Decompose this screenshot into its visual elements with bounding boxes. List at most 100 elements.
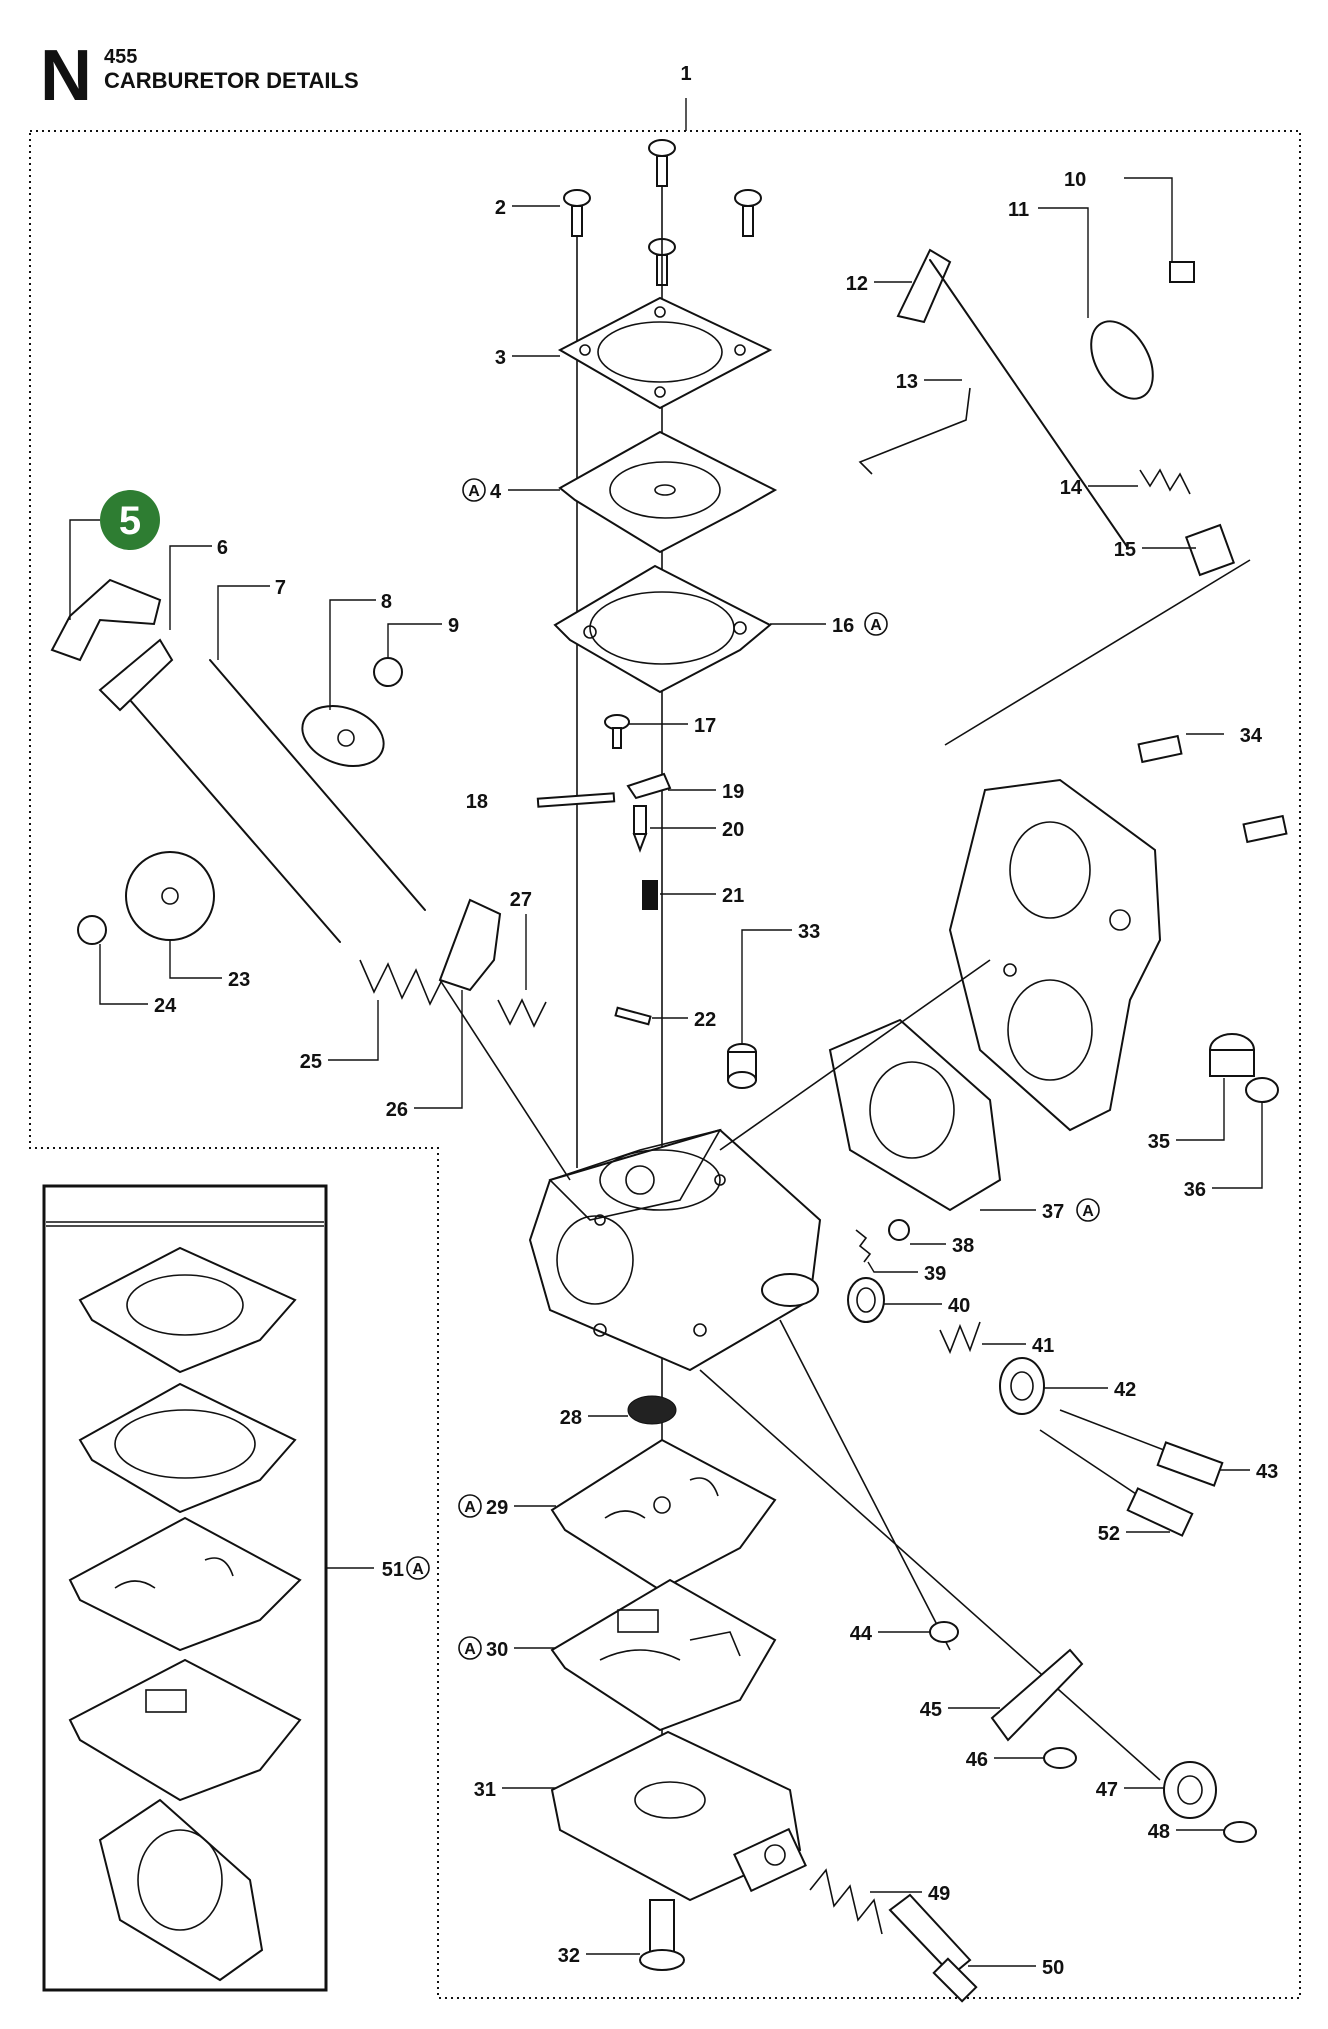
- label-14: 14: [1060, 477, 1083, 499]
- spring-part-39: [855, 1229, 872, 1263]
- kit-box: [42, 1184, 328, 1992]
- label-8: 8: [381, 591, 392, 613]
- screw-part-10: [1169, 261, 1195, 283]
- label-41: 41: [1032, 1335, 1054, 1357]
- bushing-part-15: [1184, 523, 1236, 577]
- label-24: 24: [154, 995, 177, 1017]
- label-7: 7: [275, 577, 286, 599]
- highlight-badge-5: [100, 490, 160, 550]
- throttle-shaft-part-6: [98, 638, 341, 943]
- section-letter: N: [40, 36, 92, 116]
- label-29: 29: [486, 1497, 508, 1519]
- screen-part-28: [627, 1395, 677, 1425]
- gasket-part-29: [550, 1438, 777, 1592]
- screw-part-9: [373, 657, 403, 687]
- needle-part-20: [632, 805, 648, 853]
- kit-marker-16-text: A: [870, 617, 882, 634]
- screw-part-2: [563, 189, 591, 237]
- kit-content-diaphragm: [78, 1246, 297, 1374]
- label-42: 42: [1114, 1379, 1136, 1401]
- label-26: 26: [386, 1099, 408, 1121]
- kit-marker-29-text: A: [464, 1499, 476, 1516]
- needle-part-52: [1039, 1429, 1194, 1537]
- intake-flange: [948, 778, 1162, 1132]
- label-17: 17: [694, 715, 716, 737]
- label-1: 1: [680, 63, 691, 85]
- label-45: 45: [920, 1699, 942, 1721]
- label-49: 49: [928, 1883, 950, 1905]
- pump-gasket-part-16: [553, 564, 772, 694]
- label-27: 27: [510, 889, 532, 911]
- ball-part-38: [888, 1219, 910, 1241]
- pump-cover-part-3: [557, 296, 773, 410]
- label-25: 25: [300, 1051, 322, 1073]
- choke-shaft-part-11: [929, 259, 1154, 549]
- kit-content-flange-gasket: [98, 1798, 264, 1982]
- label-33: 33: [798, 921, 820, 943]
- axis-line-intake: [719, 959, 991, 1151]
- screw-part-34: [1137, 734, 1288, 844]
- screw-part-48: [1223, 1821, 1257, 1843]
- kit-content-metering-gasket: [68, 1516, 302, 1652]
- leader-6: [169, 545, 212, 630]
- spring-part-14: [1139, 468, 1191, 495]
- leader-35: [1176, 1078, 1225, 1141]
- circlip-part-44: [929, 1621, 959, 1643]
- washer-part-47: [1163, 1761, 1217, 1819]
- label-31: 31: [474, 1779, 496, 1801]
- leader-8: [329, 599, 376, 710]
- choke-lever-part-45: [990, 1648, 1084, 1742]
- label-15: 15: [1114, 539, 1136, 561]
- kit-marker-51: [406, 1556, 430, 1580]
- label-16: 16: [832, 615, 854, 637]
- assembly-boundary: [29, 130, 1301, 1999]
- screw-part-32: [639, 1899, 685, 1971]
- label-52: 52: [1098, 1523, 1120, 1545]
- leader-11: [1038, 207, 1089, 318]
- label-21: 21: [722, 885, 744, 907]
- label-10: 10: [1064, 169, 1086, 191]
- needle-part-43: [1059, 1409, 1224, 1487]
- bushing-part-35: [1209, 1033, 1255, 1077]
- axis-line-47: [699, 1369, 1161, 1781]
- screw-part-24: [77, 915, 107, 945]
- label-39: 39: [924, 1263, 946, 1285]
- leader-5: [69, 519, 100, 620]
- spring-part-25: [359, 959, 445, 1006]
- leader-10: [1124, 177, 1173, 262]
- label-37: 37: [1042, 1201, 1064, 1223]
- label-22: 22: [694, 1009, 716, 1031]
- washer-part-36: [1245, 1077, 1279, 1103]
- label-35: 35: [1148, 1131, 1170, 1153]
- needle-part-50: [888, 1893, 978, 2003]
- carburetor-body: [528, 1128, 822, 1372]
- label-18: 18: [466, 791, 488, 813]
- pin-part-18: [536, 792, 616, 808]
- label-4: 4: [490, 481, 502, 503]
- screw-part-1: [648, 139, 762, 286]
- screw-part-46: [1043, 1747, 1077, 1769]
- kit-marker-16: [864, 612, 888, 636]
- label-20: 20: [722, 819, 744, 841]
- highlighted-lever-part-5: [50, 578, 162, 662]
- spring-part-21: [642, 880, 658, 910]
- label-2: 2: [495, 197, 506, 219]
- spring-part-49: [809, 1868, 883, 1935]
- leader-7: [217, 585, 270, 660]
- leader-24: [99, 944, 148, 1005]
- seal-part-40: [847, 1277, 885, 1323]
- pump-housing-part-31: [550, 1730, 807, 1902]
- label-5: 5: [119, 499, 141, 543]
- axis-line-choke: [944, 559, 1251, 746]
- pump-diaphragm-part-4: [558, 430, 778, 554]
- diaphragm-part-30: [550, 1578, 777, 1732]
- label-23: 23: [228, 969, 250, 991]
- model-number: 455: [104, 46, 138, 68]
- screw-part-17: [604, 714, 630, 749]
- label-9: 9: [448, 615, 459, 637]
- kit-content-pump-diaphragm: [68, 1658, 302, 1802]
- label-40: 40: [948, 1295, 970, 1317]
- kit-marker-37: [1076, 1198, 1100, 1222]
- kit-marker-30-text: A: [464, 1641, 476, 1658]
- leader-39: [867, 1261, 918, 1273]
